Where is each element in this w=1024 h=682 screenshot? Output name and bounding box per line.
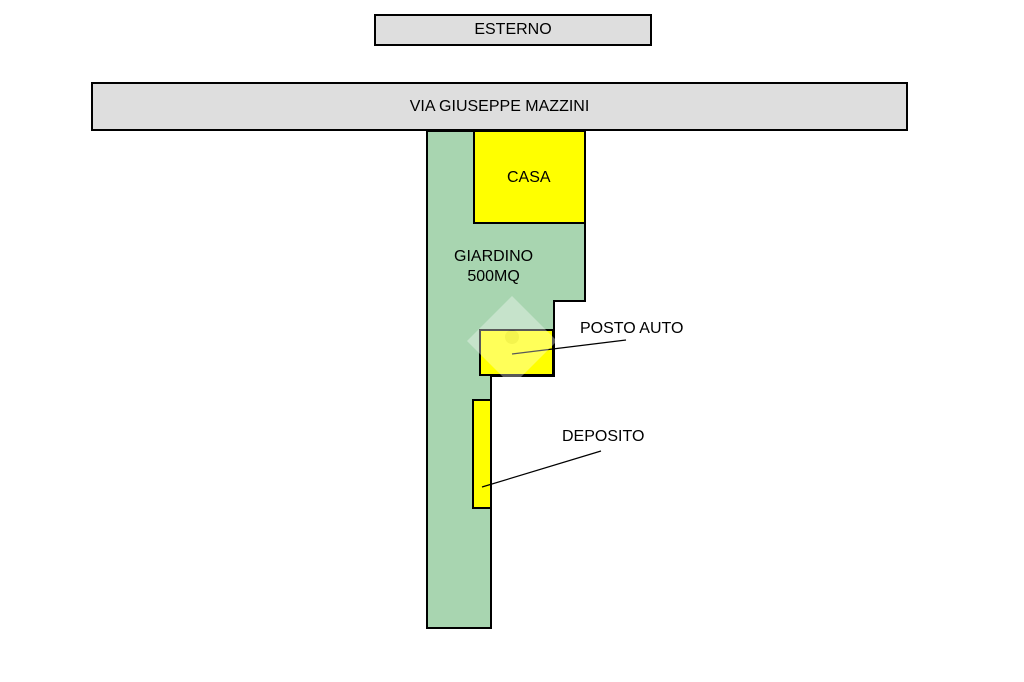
street-label: VIA GIUSEPPE MAZZINI bbox=[409, 97, 590, 115]
garden-label: GIARDINO 500MQ bbox=[454, 247, 533, 287]
storage-label: DEPOSITO bbox=[562, 428, 645, 445]
esterno-label: ESTERNO bbox=[474, 21, 552, 38]
storage-leader-line bbox=[481, 450, 602, 488]
house-label: CASA bbox=[507, 169, 551, 186]
parking-leader-line bbox=[511, 339, 627, 355]
house-block bbox=[473, 130, 586, 224]
parking-spot-block bbox=[479, 329, 554, 376]
garden-label-name: GIARDINO bbox=[454, 248, 534, 265]
storage-block bbox=[472, 399, 492, 509]
esterno-label-box: ESTERNO bbox=[374, 14, 652, 46]
parking-label: POSTO AUTO bbox=[580, 320, 684, 337]
garden-label-area: 500MQ bbox=[467, 268, 520, 285]
watermark-icon bbox=[467, 296, 557, 386]
